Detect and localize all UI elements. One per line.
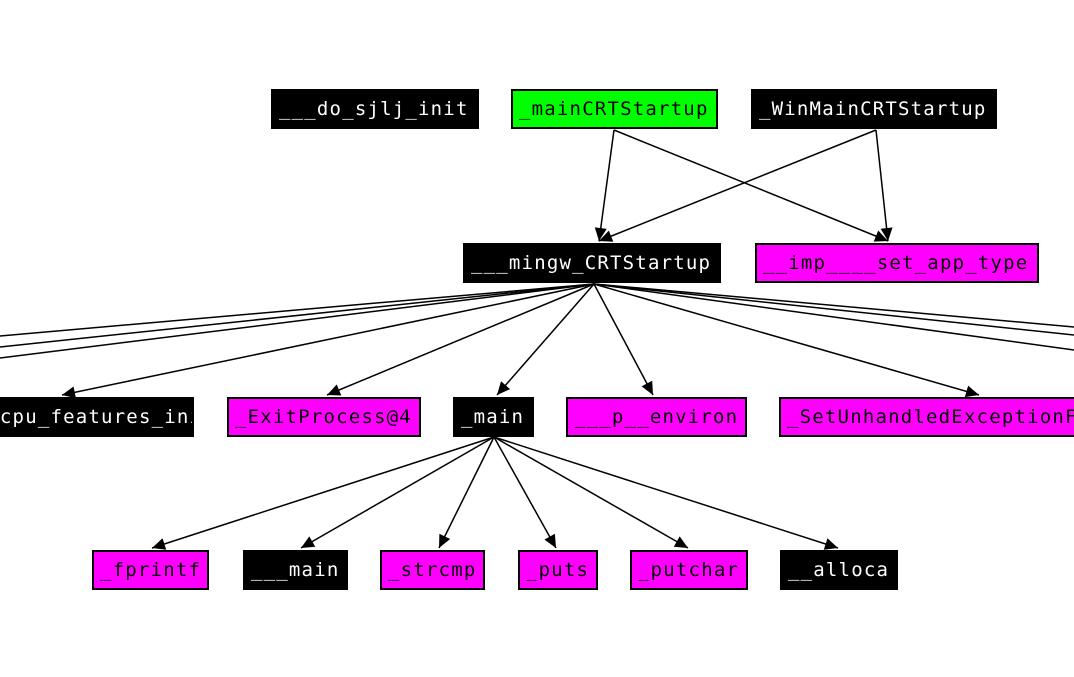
function-node-fprintf[interactable]: _fprintf bbox=[92, 550, 209, 590]
edge-offscreen-right-5 bbox=[593, 283, 1074, 351]
edge-main_crt_startup-to-mingw_crt_startup bbox=[594, 129, 615, 242]
edge-main_crt_startup-to-imp_set_app_type bbox=[613, 129, 889, 242]
function-node-alloca[interactable]: __alloca bbox=[780, 550, 898, 590]
edge-winmain_crt_startup-to-mingw_crt_startup bbox=[598, 129, 877, 242]
edge-offscreen-left-0 bbox=[0, 283, 595, 337]
function-node-main3[interactable]: ___main bbox=[243, 550, 348, 590]
function-node-winmain-crt-startup[interactable]: _WinMainCRTStartup bbox=[751, 89, 997, 129]
edge-main-to-fprintf bbox=[151, 436, 495, 550]
function-node-imp-set-app-type[interactable]: __imp____set_app_type bbox=[755, 243, 1039, 283]
edge-mingw_crt_startup-to-cpu_features_init bbox=[61, 283, 595, 399]
function-node-set-unhandled-exception-filter[interactable]: _SetUnhandledExceptionFilter@4 bbox=[779, 397, 1074, 437]
function-node-puts[interactable]: _puts bbox=[518, 550, 598, 590]
edge-offscreen-right-4 bbox=[593, 283, 1074, 336]
edge-offscreen-left-2 bbox=[0, 283, 595, 359]
edge-main-to-strcmp bbox=[438, 436, 495, 549]
edge-main-to-putchar bbox=[493, 436, 689, 549]
edge-offscreen-left-1 bbox=[0, 283, 595, 348]
function-node-exit-process[interactable]: _ExitProcess@4 bbox=[227, 397, 421, 437]
edge-main-to-alloca bbox=[493, 436, 839, 550]
function-node-main[interactable]: _main bbox=[453, 397, 534, 437]
function-node-p-environ[interactable]: ___p__environ bbox=[566, 397, 747, 437]
function-node-cpu-features-init[interactable]: ___cpu_features_init bbox=[0, 397, 194, 437]
edge-mingw_crt_startup-to-main bbox=[496, 283, 595, 396]
function-node-do-sjlj-init[interactable]: ___do_sjlj_init bbox=[271, 89, 479, 129]
function-node-putchar[interactable]: _putchar bbox=[630, 550, 748, 590]
edge-main-to-puts bbox=[493, 436, 557, 549]
edge-mingw_crt_startup-to-exit_process bbox=[326, 283, 595, 396]
edge-mingw_crt_startup-to-set_unhandled_exception_filter bbox=[593, 283, 980, 398]
edge-main-to-main3 bbox=[300, 436, 495, 549]
edge-winmain_crt_startup-to-imp_set_app_type bbox=[875, 129, 893, 242]
edge-offscreen-right-3 bbox=[593, 283, 1074, 328]
function-node-main-crt-startup[interactable]: _mainCRTStartup bbox=[511, 89, 718, 129]
function-node-mingw-crt-startup[interactable]: ___mingw_CRTStartup bbox=[463, 243, 721, 283]
function-node-strcmp[interactable]: _strcmp bbox=[380, 550, 485, 590]
edge-mingw_crt_startup-to-p_environ bbox=[593, 283, 654, 396]
